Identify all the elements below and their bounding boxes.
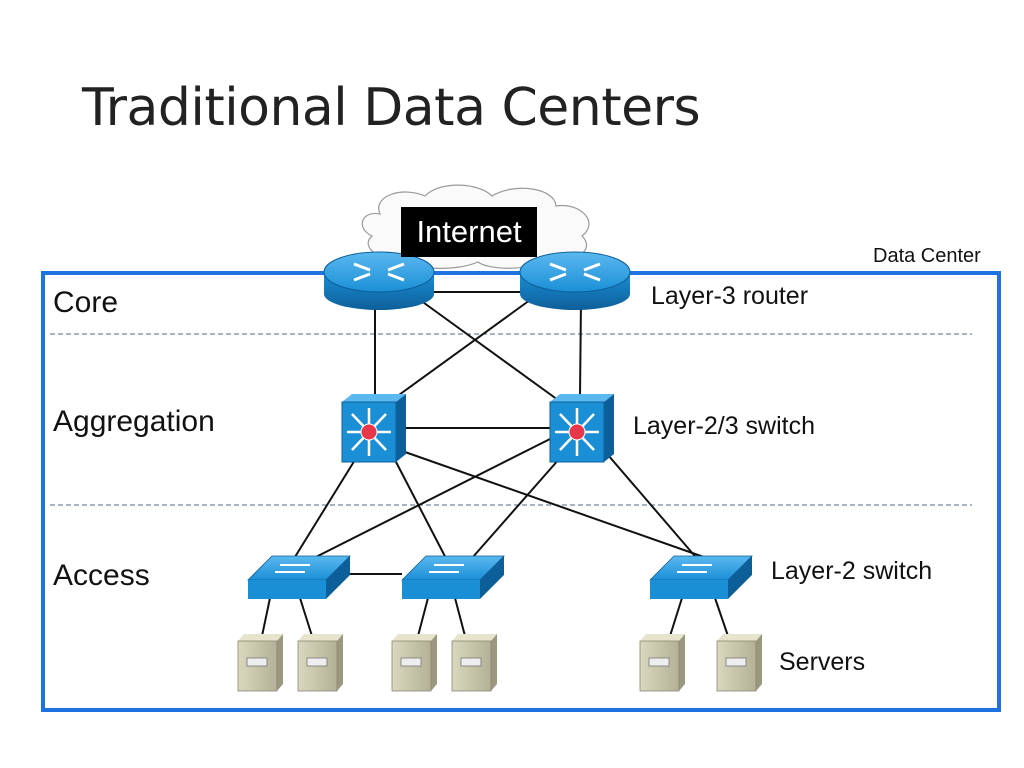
l2-switch-3	[649, 555, 753, 599]
internet-label: Internet	[401, 207, 537, 257]
l2-switch-annotation: Layer-2 switch	[771, 557, 933, 585]
links	[261, 291, 729, 637]
l2-switch-2	[401, 555, 505, 599]
l2-switch-1	[247, 555, 351, 599]
servers	[237, 634, 762, 692]
server-1	[237, 634, 283, 692]
router-annotation: Layer-3 router	[651, 282, 809, 310]
server-4	[451, 634, 497, 692]
layer-label-aggregation: Aggregation	[53, 405, 215, 438]
router-left	[323, 251, 435, 310]
server-6	[716, 634, 762, 692]
server-3	[391, 634, 437, 692]
layer-label-core: Core	[53, 286, 119, 319]
l23-switch-annotation: Layer-2/3 switch	[633, 412, 816, 440]
l23-switch-left	[341, 394, 406, 463]
l23-switch-right	[549, 394, 614, 463]
slide-title: Traditional Data Centers	[82, 78, 701, 138]
server-5	[639, 634, 685, 692]
server-2	[297, 634, 343, 692]
servers-annotation: Servers	[779, 648, 866, 676]
layer-label-access: Access	[53, 559, 150, 592]
router-right	[519, 251, 631, 310]
data-center-label: Data Center	[873, 245, 981, 267]
data-center-box	[41, 271, 1001, 712]
